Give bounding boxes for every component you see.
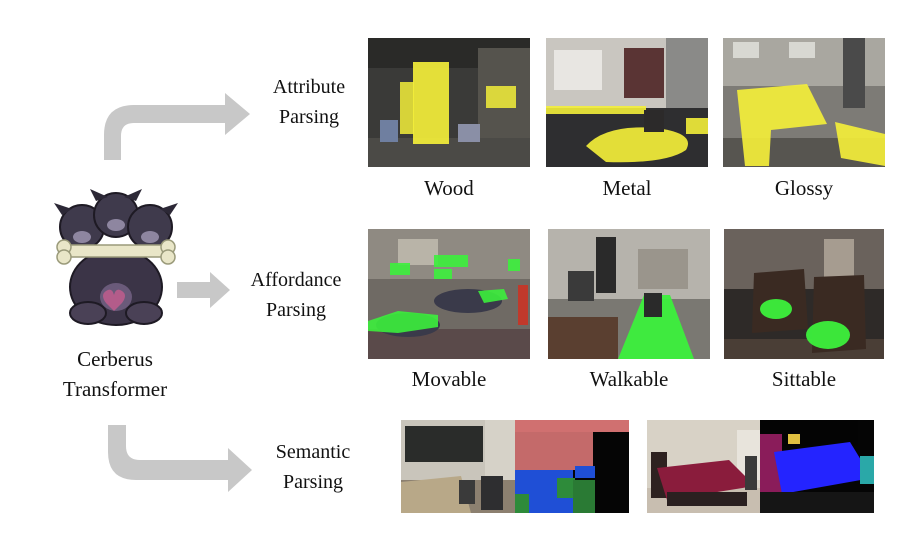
caption-walkable: Walkable [589,367,669,391]
model-name-line2: Transformer [62,377,168,401]
semantic-label-line1: Semantic [275,441,351,463]
attribute-label-line2: Parsing [279,106,339,128]
curved-arrow-icon [104,93,250,160]
attribute-wood-image [368,38,530,167]
cerberus-mascot-icon [54,189,178,326]
caption-metal: Metal [602,176,652,200]
straight-arrow-icon [177,272,230,308]
affordance-label-line2: Parsing [266,299,326,321]
attribute-glossy-image [723,38,885,167]
model-name: Cerberus Transformer [40,344,190,404]
affordance-label-line1: Affordance [250,269,342,291]
attribute-parsing-label: Attribute Parsing [250,72,368,132]
semantic-parsing-label: Semantic Parsing [252,437,374,497]
affordance-movable-image [368,229,530,359]
attribute-metal-image [546,38,708,167]
semantic-bedroom-image [647,420,760,513]
caption-sittable: Sittable [771,367,837,391]
affordance-walkable-image [548,229,710,359]
semantic-label-line2: Parsing [283,471,343,493]
caption-movable: Movable [411,367,487,391]
semantic-classroom-image [401,420,515,513]
affordance-parsing-label: Affordance Parsing [230,265,362,325]
model-name-line1: Cerberus [77,347,153,371]
caption-glossy: Glossy [774,176,834,200]
attribute-label-line1: Attribute [272,76,346,98]
curved-arrow-icon [108,425,252,492]
semantic-classroom-mask [515,420,629,513]
semantic-bedroom-mask [760,420,874,513]
caption-wood: Wood [424,176,474,200]
affordance-sittable-image [724,229,884,359]
